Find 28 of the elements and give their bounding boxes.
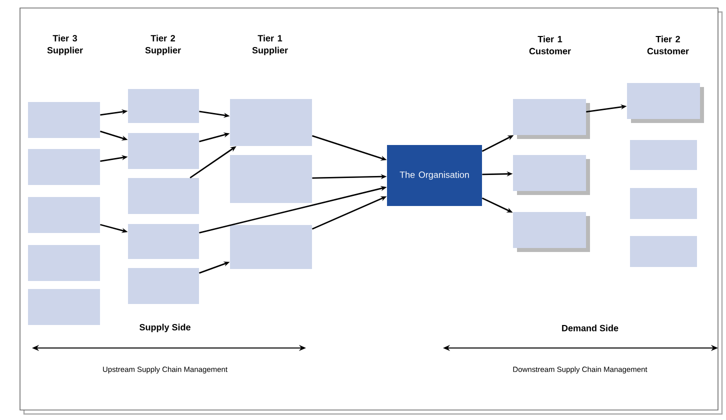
empty-box bbox=[513, 99, 590, 139]
empty-box bbox=[128, 178, 199, 214]
empty-box bbox=[128, 89, 199, 123]
empty-box bbox=[513, 212, 590, 252]
empty-box bbox=[128, 268, 199, 304]
empty-box bbox=[128, 224, 199, 259]
empty-box bbox=[513, 155, 590, 195]
side-label: Supply Side bbox=[140, 324, 190, 332]
column-heading: Tier 3 Supplier bbox=[47, 34, 83, 56]
organisation-box: The Organisation bbox=[387, 145, 482, 206]
empty-box bbox=[630, 236, 697, 267]
empty-box bbox=[28, 245, 100, 281]
empty-box bbox=[28, 149, 100, 185]
column-heading: Tier 2 Customer bbox=[647, 36, 689, 54]
empty-box bbox=[627, 83, 704, 123]
empty-box bbox=[230, 99, 312, 146]
empty-box bbox=[128, 133, 199, 169]
empty-box bbox=[630, 188, 697, 219]
column-heading: Tier 1 Supplier bbox=[252, 34, 288, 56]
empty-box bbox=[28, 197, 100, 233]
side-label: Demand Side bbox=[562, 324, 618, 332]
empty-box bbox=[230, 225, 312, 269]
empty-box bbox=[28, 102, 100, 138]
column-heading: Tier 1 Customer bbox=[529, 36, 571, 54]
empty-box bbox=[630, 140, 697, 170]
column-heading: Tier 2 Supplier bbox=[145, 34, 181, 56]
empty-box bbox=[28, 289, 100, 325]
empty-box bbox=[230, 155, 312, 203]
